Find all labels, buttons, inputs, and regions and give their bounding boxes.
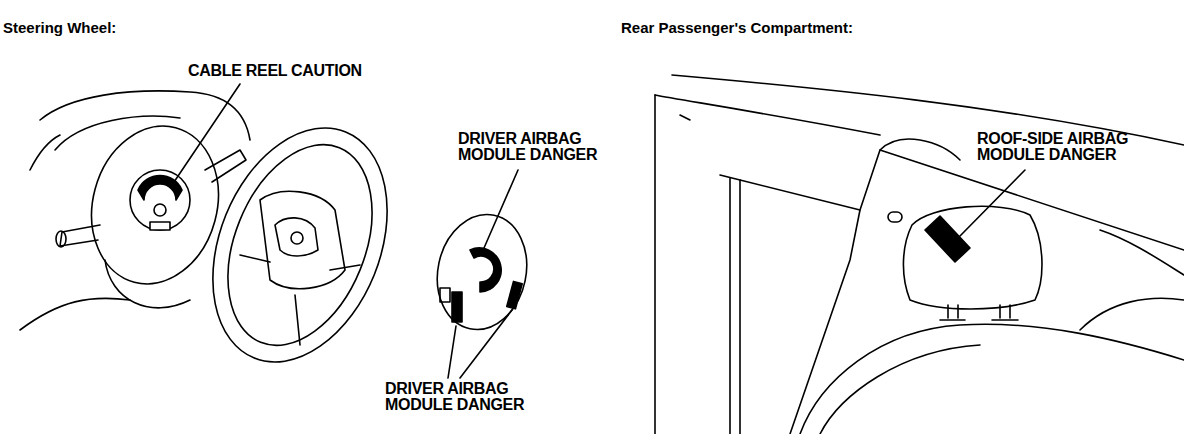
hub-emblem [291, 232, 303, 244]
headrest [903, 206, 1042, 309]
seat-seam [820, 345, 980, 434]
part-label: CABLE REEL CAUTION [188, 63, 428, 79]
hub-pad [275, 218, 318, 256]
danger-sticker [470, 248, 501, 292]
stalk [205, 150, 246, 182]
section-heading: Rear Passenger's Compartment: [621, 19, 951, 37]
leader-line [960, 170, 1025, 236]
cable-reel-hub [154, 204, 166, 216]
c-pillar-trim [880, 139, 960, 160]
leader-line [448, 326, 456, 378]
leader-line [484, 170, 518, 248]
airbag-module [427, 206, 537, 338]
steering-wheel [180, 102, 420, 388]
grab-handle [680, 115, 690, 120]
dash-line [55, 116, 180, 150]
seat-back [800, 324, 1184, 434]
danger-sticker [925, 216, 970, 262]
clip [888, 212, 902, 222]
part-label: DRIVER AIRBAG MODULE DANGER [458, 131, 633, 163]
parcel-shelf [1100, 230, 1184, 275]
dash-lower [20, 298, 130, 330]
cable-reel [130, 170, 190, 230]
steering-hub [260, 191, 345, 288]
headrest-posts [948, 305, 1010, 318]
column-cover [105, 260, 190, 308]
window-frame [740, 180, 860, 434]
leader-line [460, 310, 512, 378]
spokes [240, 255, 360, 345]
danger-sticker [507, 281, 522, 308]
seat-bolster [1080, 298, 1184, 330]
post-guides [940, 319, 1018, 321]
dash-line [30, 135, 60, 170]
pillar [654, 95, 656, 434]
danger-sticker [452, 292, 462, 322]
section-heading: Steering Wheel: [3, 19, 303, 37]
column-cover [74, 112, 235, 299]
leader-line [172, 84, 240, 185]
stalk-tip [56, 231, 66, 247]
part-label: DRIVER AIRBAG MODULE DANGER [385, 381, 560, 413]
headliner [655, 95, 880, 135]
part-label: ROOF-SIDE AIRBAG MODULE DANGER [977, 131, 1172, 163]
steering-wheel-inner [200, 123, 399, 366]
cable-reel-tab [150, 222, 170, 230]
connector-tab [440, 288, 450, 302]
b-pillar [720, 175, 740, 434]
